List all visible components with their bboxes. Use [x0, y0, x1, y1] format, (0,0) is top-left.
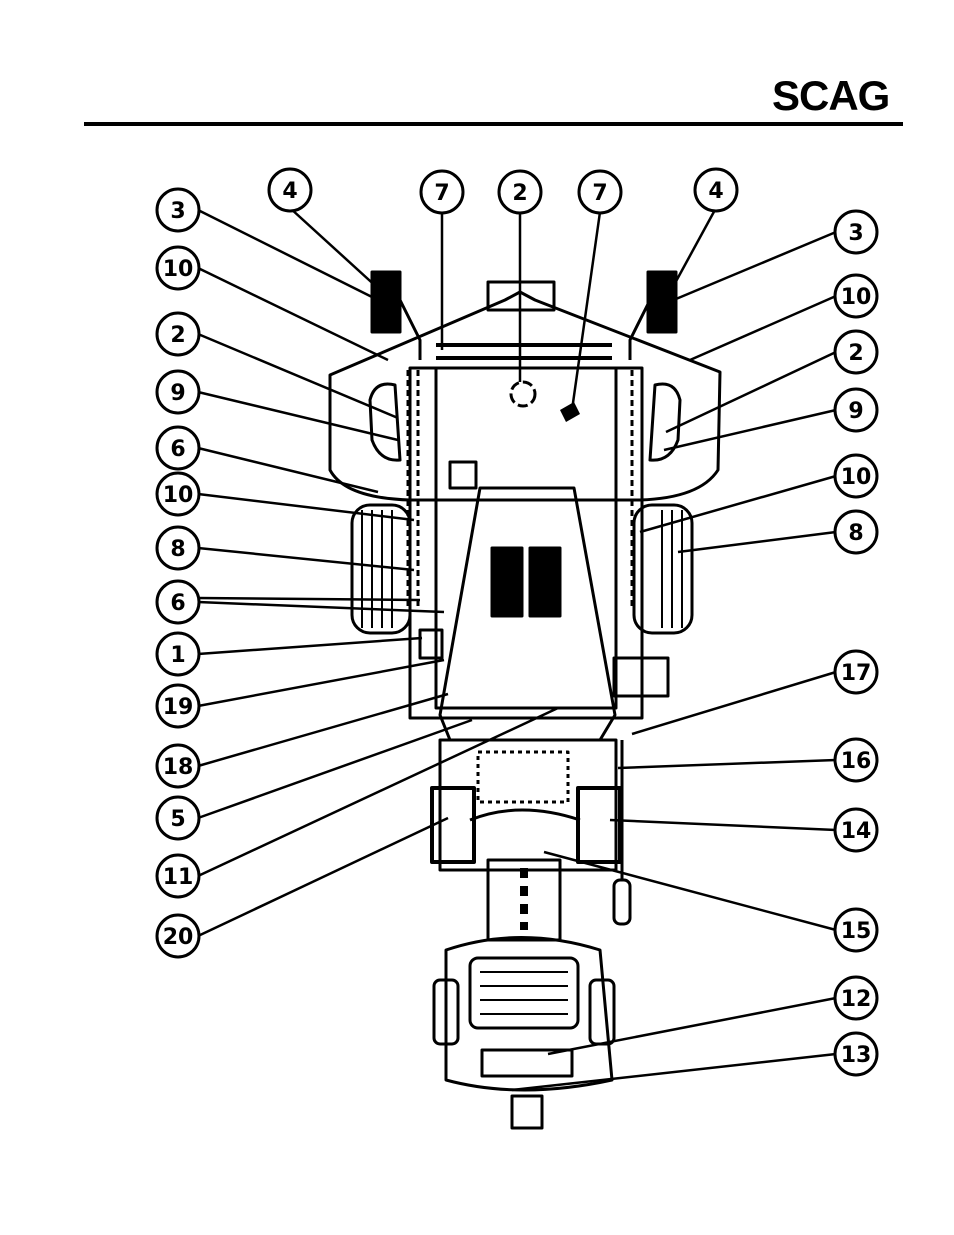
callout-number: 14: [841, 819, 872, 844]
callout-number: 16: [841, 749, 872, 774]
callout-number: 15: [841, 919, 872, 944]
callout-number: 8: [170, 537, 185, 562]
callout-number: 5: [170, 807, 185, 832]
callout-c-t-7a: 7: [421, 171, 463, 213]
callout-c-t-4b: 4: [695, 169, 737, 211]
callout-number: 19: [163, 695, 194, 720]
callout-number: 7: [592, 181, 607, 206]
callout-c-t-4a: 4: [269, 169, 311, 211]
callout-c-r-10a: 10: [835, 275, 877, 317]
callout-c-r-10b: 10: [835, 455, 877, 497]
callout-c-r-9: 9: [835, 389, 877, 431]
callout-c-l-19: 19: [157, 685, 199, 727]
callout-number: 10: [163, 257, 194, 282]
callout-c-t-2: 2: [499, 171, 541, 213]
callout-c-l-5: 5: [157, 797, 199, 839]
callout-number: 12: [841, 987, 872, 1012]
callout-c-l-10a: 10: [157, 247, 199, 289]
callout-number: 17: [841, 661, 872, 686]
callout-number: 6: [170, 591, 185, 616]
callout-c-l-11: 11: [157, 855, 199, 897]
callout-number: 9: [170, 381, 185, 406]
callout-c-r-2: 2: [835, 331, 877, 373]
callout-c-r-15: 15: [835, 909, 877, 951]
callout-c-l-6a: 6: [157, 427, 199, 469]
callout-c-l-18: 18: [157, 745, 199, 787]
callout-number: 18: [163, 755, 194, 780]
callout-number: 1: [170, 643, 185, 668]
callout-number: 2: [170, 323, 185, 348]
callout-c-l-10b: 10: [157, 473, 199, 515]
callout-number: 8: [848, 521, 863, 546]
callout-c-r-14: 14: [835, 809, 877, 851]
callout-number: 13: [841, 1043, 872, 1068]
callout-number: 10: [163, 483, 194, 508]
callout-number: 4: [282, 179, 297, 204]
callout-c-l-8: 8: [157, 527, 199, 569]
callout-number: 2: [512, 181, 527, 206]
callout-number: 7: [434, 181, 449, 206]
callout-number: 11: [163, 865, 194, 890]
callout-number: 2: [848, 341, 863, 366]
callout-c-l-6b: 6: [157, 581, 199, 623]
callout-number: 4: [708, 179, 723, 204]
callout-number: 20: [163, 925, 194, 950]
callout-c-t-7b: 7: [579, 171, 621, 213]
callout-c-l-20: 20: [157, 915, 199, 957]
callout-c-r-17: 17: [835, 651, 877, 693]
callout-c-l-3: 3: [157, 189, 199, 231]
callout-c-r-12: 12: [835, 977, 877, 1019]
mower-outline: [330, 272, 720, 1128]
callout-c-r-3: 3: [835, 211, 877, 253]
callout-number: 10: [841, 465, 872, 490]
callout-number: 9: [848, 399, 863, 424]
callout-c-r-13: 13: [835, 1033, 877, 1075]
callout-c-l-2: 2: [157, 313, 199, 355]
callout-c-r-16: 16: [835, 739, 877, 781]
callout-number: 3: [170, 199, 185, 224]
callout-number: 10: [841, 285, 872, 310]
callout-number: 3: [848, 221, 863, 246]
callout-c-l-9: 9: [157, 371, 199, 413]
callout-c-l-1: 1: [157, 633, 199, 675]
callout-number: 6: [170, 437, 185, 462]
callout-c-r-8: 8: [835, 511, 877, 553]
